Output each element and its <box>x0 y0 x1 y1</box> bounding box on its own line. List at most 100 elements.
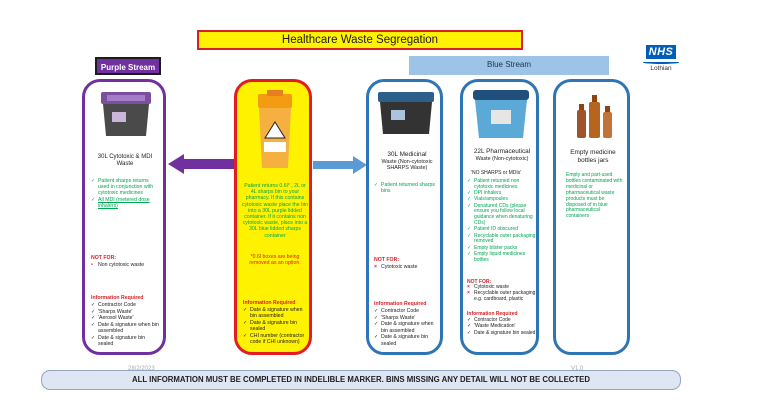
card-body: Empty and part-used bottles contaminated… <box>566 172 623 220</box>
info-list: ✓Contractor Code ✓'Sharps Waste' ✓'Aeros… <box>91 302 161 348</box>
list-item-text: Date & signature when bin assembled <box>250 307 303 320</box>
list-item-text: Recyclable outer packaging e.g. cardboar… <box>474 290 536 303</box>
check-icon: ✓ <box>467 323 472 330</box>
nhs-swoosh-icon <box>643 61 679 64</box>
list-item: ✓Date & signature bin sealed <box>374 334 440 346</box>
footnote-date: 28/2/2023 <box>128 366 155 372</box>
blue-stream-label: Blue Stream <box>409 56 609 75</box>
list-item: ✓CHI number (contractor code if CHI unkn… <box>243 333 309 345</box>
page-title: Healthcare Waste Segregation <box>197 30 523 50</box>
list-item: ✓Denatured CDs (please ensure you follow… <box>467 202 539 227</box>
not-for-label: NOT FOR: <box>374 257 400 263</box>
check-icon: ✓ <box>467 317 472 323</box>
check-icon: ✓ <box>243 307 248 313</box>
list-item: ×Cytotoxic waste <box>374 264 440 270</box>
purple-stream-label: Purple Stream <box>95 57 161 75</box>
list-item-text: Vials/ampoules <box>474 196 508 203</box>
check-icon: ✓ <box>91 322 96 329</box>
list-item: ✓Date & signature bin sealed <box>243 320 309 332</box>
card-heading: 22L Pharmaceutical <box>473 148 531 155</box>
not-for-label: NOT FOR: <box>91 255 117 261</box>
check-icon: ✓ <box>91 178 96 184</box>
list-item-text: 'Sharps Waste' <box>381 314 416 321</box>
card-pharmaceutical: 22L Pharmaceutical Waste (Non-cytotoxic)… <box>460 79 539 355</box>
list-item: ✓'Sharps Waste' <box>374 315 440 321</box>
nhs-logo: NHS Lothian <box>641 42 681 72</box>
list-item-text: 'Aerosol Waste' <box>98 315 134 322</box>
sharps-bin-icon <box>258 90 292 168</box>
list-item-text: Empty liquid medicines bottles <box>474 251 526 263</box>
list-item-text: Contractor Code <box>98 302 137 308</box>
list-item-text: Denatured CDs (please ensure you follow … <box>474 202 533 227</box>
check-icon: ✓ <box>467 244 472 251</box>
check-icon: ✓ <box>467 329 472 336</box>
list-item-text: Date & signature bin sealed <box>98 335 146 348</box>
check-icon: ✓ <box>91 335 96 342</box>
check-icon: ✓ <box>91 302 96 308</box>
check-icon: ✓ <box>374 321 379 328</box>
list-item-text: Non cytotoxic waste <box>98 262 145 268</box>
cross-icon: × <box>467 290 470 297</box>
list-item-text: Date & signature bin sealed <box>381 334 429 347</box>
list-item: ✓Date & signature when bin assembled <box>91 322 161 334</box>
check-icon: ✓ <box>374 334 379 341</box>
list-item-text: Patient sharps returns used in conjuncti… <box>98 178 154 197</box>
list-item-text: All MDI (metered dose inhalers) <box>98 197 150 210</box>
list-item: ✓'Sharps Waste' <box>91 309 161 315</box>
list-item: ✓Date & signature when bin assembled <box>374 321 440 333</box>
check-icon: ✓ <box>374 182 379 188</box>
list-item: ✓Patient sharps returns used in conjunct… <box>91 178 161 197</box>
list-item-text: Patient returned sharps bins <box>381 182 435 195</box>
check-icon: ✓ <box>91 197 96 204</box>
not-for-label: NOT FOR: <box>467 279 492 285</box>
cross-icon: × <box>467 284 470 290</box>
medicine-bottles-icon <box>577 95 612 138</box>
nhs-logo-sub: Lothian <box>650 65 672 72</box>
list-item-text: 'Sharps Waste' <box>98 308 133 315</box>
nhs-logo-text: NHS <box>645 45 677 59</box>
list-item: ✓Date & signature bin sealed <box>91 335 161 347</box>
check-icon: ✓ <box>467 202 472 209</box>
list-item-text: Recyclable outer packaging removed <box>474 232 536 245</box>
card-medicinal-sharps: 30L Medicinal Waste (Non-cytotoxic SHARP… <box>366 79 443 355</box>
check-icon: ✓ <box>91 308 96 315</box>
pharmaceutical-tub-icon <box>473 90 529 138</box>
list-item: ×Cytotoxic waste <box>467 284 539 291</box>
accepted-list: ✓Patient returned non cytotoxic medicine… <box>467 178 539 264</box>
list-item-text: Cytotoxic waste <box>381 264 418 270</box>
list-item-text: Date & signature when bin assembled <box>381 321 434 334</box>
check-icon: ✓ <box>374 308 379 314</box>
info-label: Information Required <box>91 295 144 301</box>
list-item: ✓Contractor Code <box>467 317 539 324</box>
check-icon: ✓ <box>467 251 472 258</box>
list-item: ✓Empty liquid medicines bottles <box>467 251 539 264</box>
info-list: ✓Contractor Code ✓'Waste Medication' ✓Da… <box>467 317 539 337</box>
list-item-text: Contractor Code <box>381 308 420 314</box>
info-list: ✓Contractor Code ✓'Sharps Waste' ✓Date &… <box>374 308 440 347</box>
list-item-text: 'Waste Medication' <box>474 323 516 330</box>
cross-icon: • <box>91 262 93 268</box>
check-icon: ✓ <box>467 178 472 184</box>
check-icon: ✓ <box>91 315 96 322</box>
info-label: Information Required <box>243 300 296 306</box>
check-icon: ✓ <box>467 190 472 197</box>
footer-banner: ALL INFORMATION MUST BE COMPLETED IN IND… <box>41 370 681 390</box>
check-icon: ✓ <box>467 196 472 203</box>
list-item: ✓Vials/ampoules <box>467 196 539 203</box>
list-item-text: Patient returned non cytotoxic medicines <box>474 178 520 190</box>
list-item: ✓Patient ID obscured <box>467 226 539 233</box>
list-item-text: Date & signature bin sealed <box>474 329 536 336</box>
card-subheading: Waste (Non-cytotoxic) <box>475 156 529 162</box>
check-icon: ✓ <box>374 314 379 321</box>
cross-icon: × <box>374 264 378 270</box>
list-item: ✓Contractor Code <box>374 308 440 314</box>
list-item: ✓'Waste Medication' <box>467 323 539 330</box>
list-item: ✓All MDI (metered dose inhalers) <box>91 197 161 209</box>
check-icon: ✓ <box>467 232 472 239</box>
list-item: ✓Patient returned sharps bins <box>374 182 440 194</box>
list-item-text: DPI inhalers <box>474 190 502 197</box>
card-note: *0.6l boxes are being removed as an opti… <box>249 254 301 267</box>
card-heading: 30L Cytotoxic & MDI Waste <box>97 154 153 168</box>
info-label: Information Required <box>467 311 518 317</box>
list-item: ✓Recyclable outer packaging removed <box>467 232 539 246</box>
